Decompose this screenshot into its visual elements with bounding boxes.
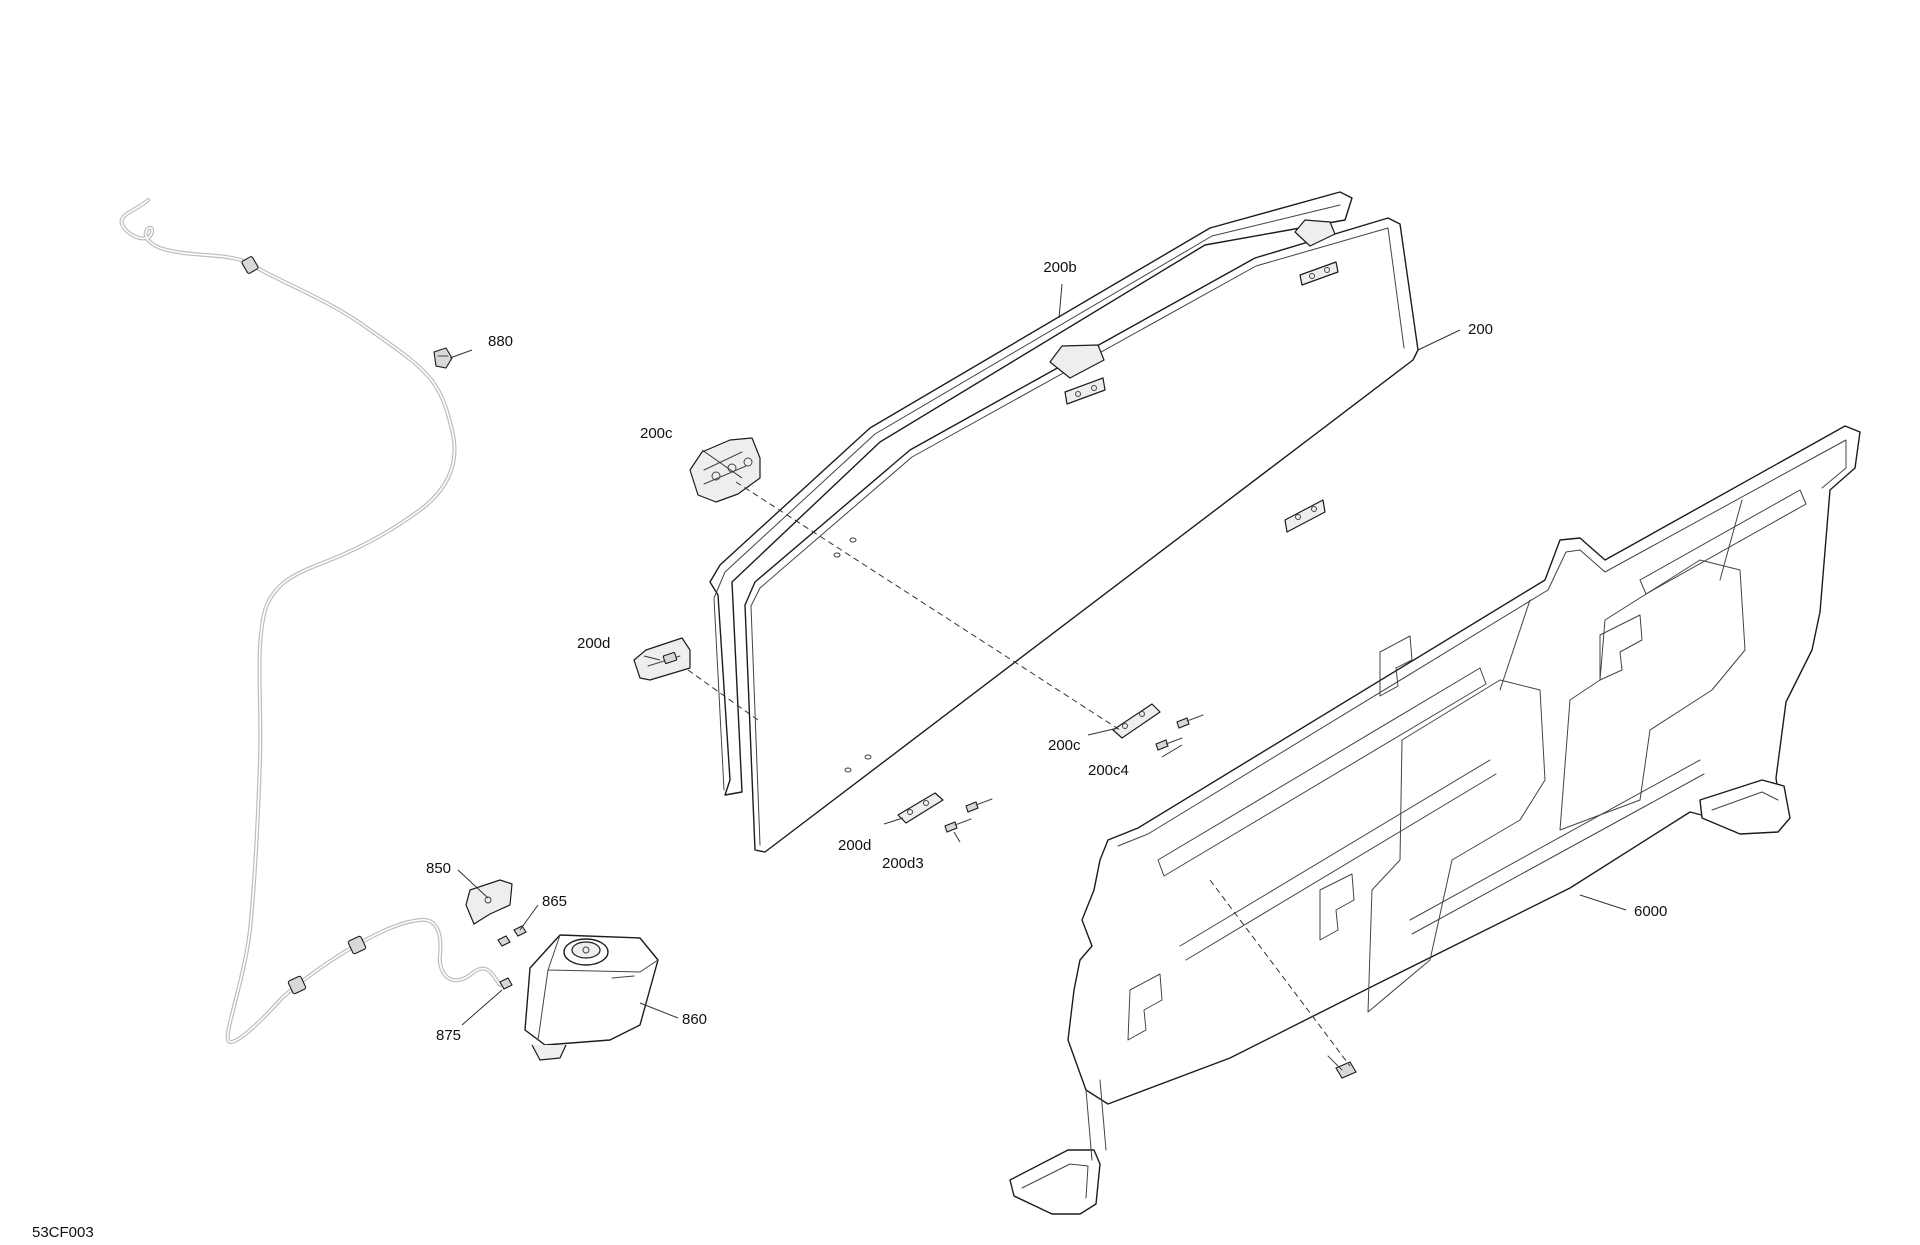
callout-865: 865	[542, 893, 567, 910]
panel-200b-gasket	[709, 191, 1353, 796]
panel-hinge-plates	[1049, 219, 1339, 533]
latch-200d-left	[633, 637, 691, 681]
hinge-200c-upper	[689, 437, 761, 503]
washer-hose	[119, 198, 502, 1044]
hose-clip	[347, 935, 367, 955]
callout-200c4: 200c4	[1088, 762, 1129, 779]
callout-200: 200	[1468, 321, 1493, 338]
body-panel-6000	[1009, 425, 1861, 1215]
callout-880: 880	[488, 333, 513, 350]
screws-200c4	[1155, 714, 1204, 751]
callout-200d-bottom: 200d	[838, 837, 871, 854]
screws-200d3	[944, 798, 993, 833]
callout-200d-left: 200d	[577, 635, 610, 652]
callout-200b: 200b	[1043, 259, 1076, 276]
callout-6000: 6000	[1634, 903, 1667, 920]
washer-reservoir-860	[524, 934, 659, 1061]
callout-850: 850	[426, 860, 451, 877]
callout-200d3: 200d3	[882, 855, 924, 872]
callout-875: 875	[436, 1027, 461, 1044]
bracket-850	[465, 879, 513, 925]
panel-200-windshield	[744, 217, 1419, 853]
hinge-plate-200c-lower	[1112, 703, 1161, 739]
callout-860: 860	[682, 1011, 707, 1028]
nut-875	[499, 977, 513, 990]
figure-id: 53CF003	[32, 1224, 94, 1241]
callout-200c-top: 200c	[640, 425, 673, 442]
callout-200c-bottom: 200c	[1048, 737, 1081, 754]
latch-plate-200d-lower	[897, 792, 944, 824]
part-880-clip	[433, 347, 453, 369]
hose-clip	[241, 256, 259, 274]
bolts-865	[497, 925, 527, 947]
hose-clip	[287, 975, 307, 995]
